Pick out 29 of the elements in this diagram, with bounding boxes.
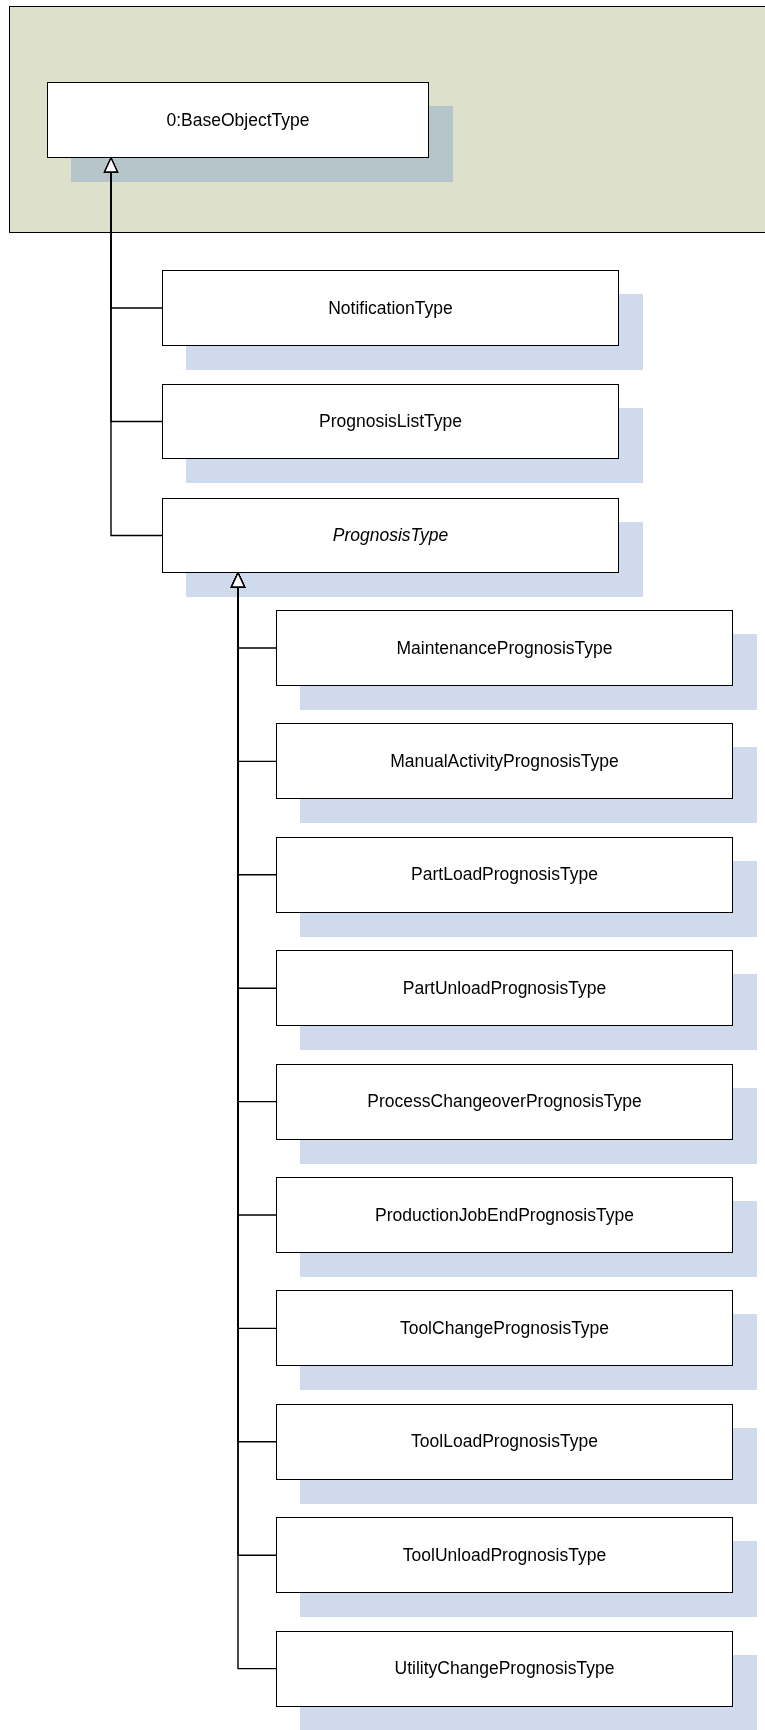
class-name: ToolChangePrognosisType: [399, 1317, 610, 1339]
class-name: ProductionJobEndPrognosisType: [375, 1204, 634, 1226]
class-name: ProcessChangeoverPrognosisType: [367, 1091, 642, 1113]
class-box: [276, 1403, 733, 1480]
class-box: [276, 1517, 733, 1594]
class-box: [162, 498, 619, 573]
class-name: PrognosisListType: [319, 411, 462, 432]
class-name: UtilityChangePrognosisType: [394, 1658, 615, 1680]
class-box: [276, 1063, 733, 1140]
class-box: [276, 836, 733, 913]
class-box: [162, 270, 619, 346]
class-box: [276, 1630, 733, 1707]
class-box: [276, 610, 733, 686]
class-name: ManualActivityPrognosisType: [390, 750, 619, 772]
class-box: [162, 384, 619, 459]
class-name: PartUnloadPrognosisType: [402, 977, 607, 999]
class-name: PrognosisType: [332, 525, 449, 546]
class-box: [276, 723, 733, 800]
class-name: NotificationType: [328, 297, 453, 319]
generalization-arrow: [103, 157, 163, 537]
class-box: [276, 1177, 733, 1253]
class-name: 0:BaseObjectType: [166, 109, 310, 131]
class-box: [276, 1290, 733, 1367]
class-name: MaintenancePrognosisType: [396, 637, 613, 659]
class-box: [276, 950, 733, 1027]
class-name: PartLoadPrognosisType: [411, 864, 598, 886]
class-name: ToolLoadPrognosisType: [411, 1431, 598, 1453]
class-box: [47, 82, 429, 158]
class-name: ToolUnloadPrognosisType: [402, 1544, 607, 1566]
